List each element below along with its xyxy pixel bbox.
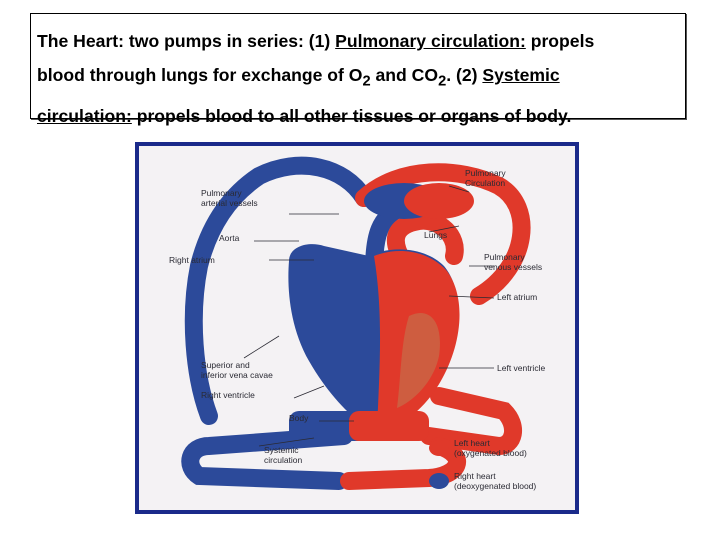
pulmonary-venous-label: Pulmonary [484,252,525,262]
aorta-label: Aorta [219,233,240,243]
right-ventricle-label: Right ventricle [201,390,255,400]
left-heart-legend-label: Left heart [454,438,491,448]
caption-line-3: circulation: propels blood to all other … [37,99,685,133]
right-atrium-label: Right atrium [169,255,215,265]
caption-line-1: The Heart: two pumps in series: (1) Pulm… [37,24,685,58]
caption-text: The Heart: two pumps in series: (1) [37,31,336,51]
left-ventricle-wall [397,312,440,408]
right-red-loop [420,387,522,456]
left-atrium-label: Left atrium [497,292,537,302]
lungs-red-side [404,183,474,219]
systemic-circulation-label: circulation [264,455,303,465]
subscript: 2 [362,73,371,90]
heart-diagram-svg: Pulmonary arterial vessels Aorta Right a… [169,156,545,491]
body-red-side [349,411,429,441]
lungs-label: Lungs [424,230,447,240]
left-heart-legend-dot [429,440,449,456]
systemic-circulation-label: Systemic [264,445,299,455]
caption-text: propels blood to all other tissues or or… [131,105,572,126]
caption-text: . (2) [446,65,483,85]
upper-red-loop [355,163,531,305]
circulation-term: circulation: [37,105,132,126]
pulmonary-circulation-label: Pulmonary [465,168,506,178]
caption-text: blood through lungs for exchange of O [37,65,363,85]
caption-text: propels [525,31,595,51]
left-ventricle-label: Left ventricle [497,363,545,373]
caption-line-2: blood through lungs for exchange of O2 a… [37,58,685,99]
right-heart-legend-label: Right heart [454,471,496,481]
vena-cavae-label: Superior and [201,360,250,370]
caption-box: The Heart: two pumps in series: (1) Pulm… [30,13,686,126]
body-label: Body [289,413,309,423]
heart-circulation-diagram: Pulmonary arterial vessels Aorta Right a… [135,142,579,514]
right-heart-legend-dot [429,473,449,489]
pulmonary-arterial-label: Pulmonary [201,188,242,198]
systemic-term: Systemic [482,65,560,85]
left-blue-loop [184,156,373,425]
pulmonary-circulation-term: Pulmonary circulation: [335,31,526,51]
vena-cavae-label: inferior vena cavae [201,370,273,380]
leader-lines [243,185,495,447]
pulmonary-circulation-label: Circulation [465,178,505,188]
caption-text: and CO [370,65,439,85]
right-heart-legend-label: (deoxygenated blood) [454,481,536,491]
body-blue-side [289,411,369,441]
subscript: 2 [438,73,447,90]
pulmonary-venous-label: venous vessels [484,262,542,272]
pulmonary-arterial-label: arterial vessels [201,198,258,208]
left-heart-legend-label: (oxygenated blood) [454,448,527,458]
lower-blue-loop [181,427,353,490]
